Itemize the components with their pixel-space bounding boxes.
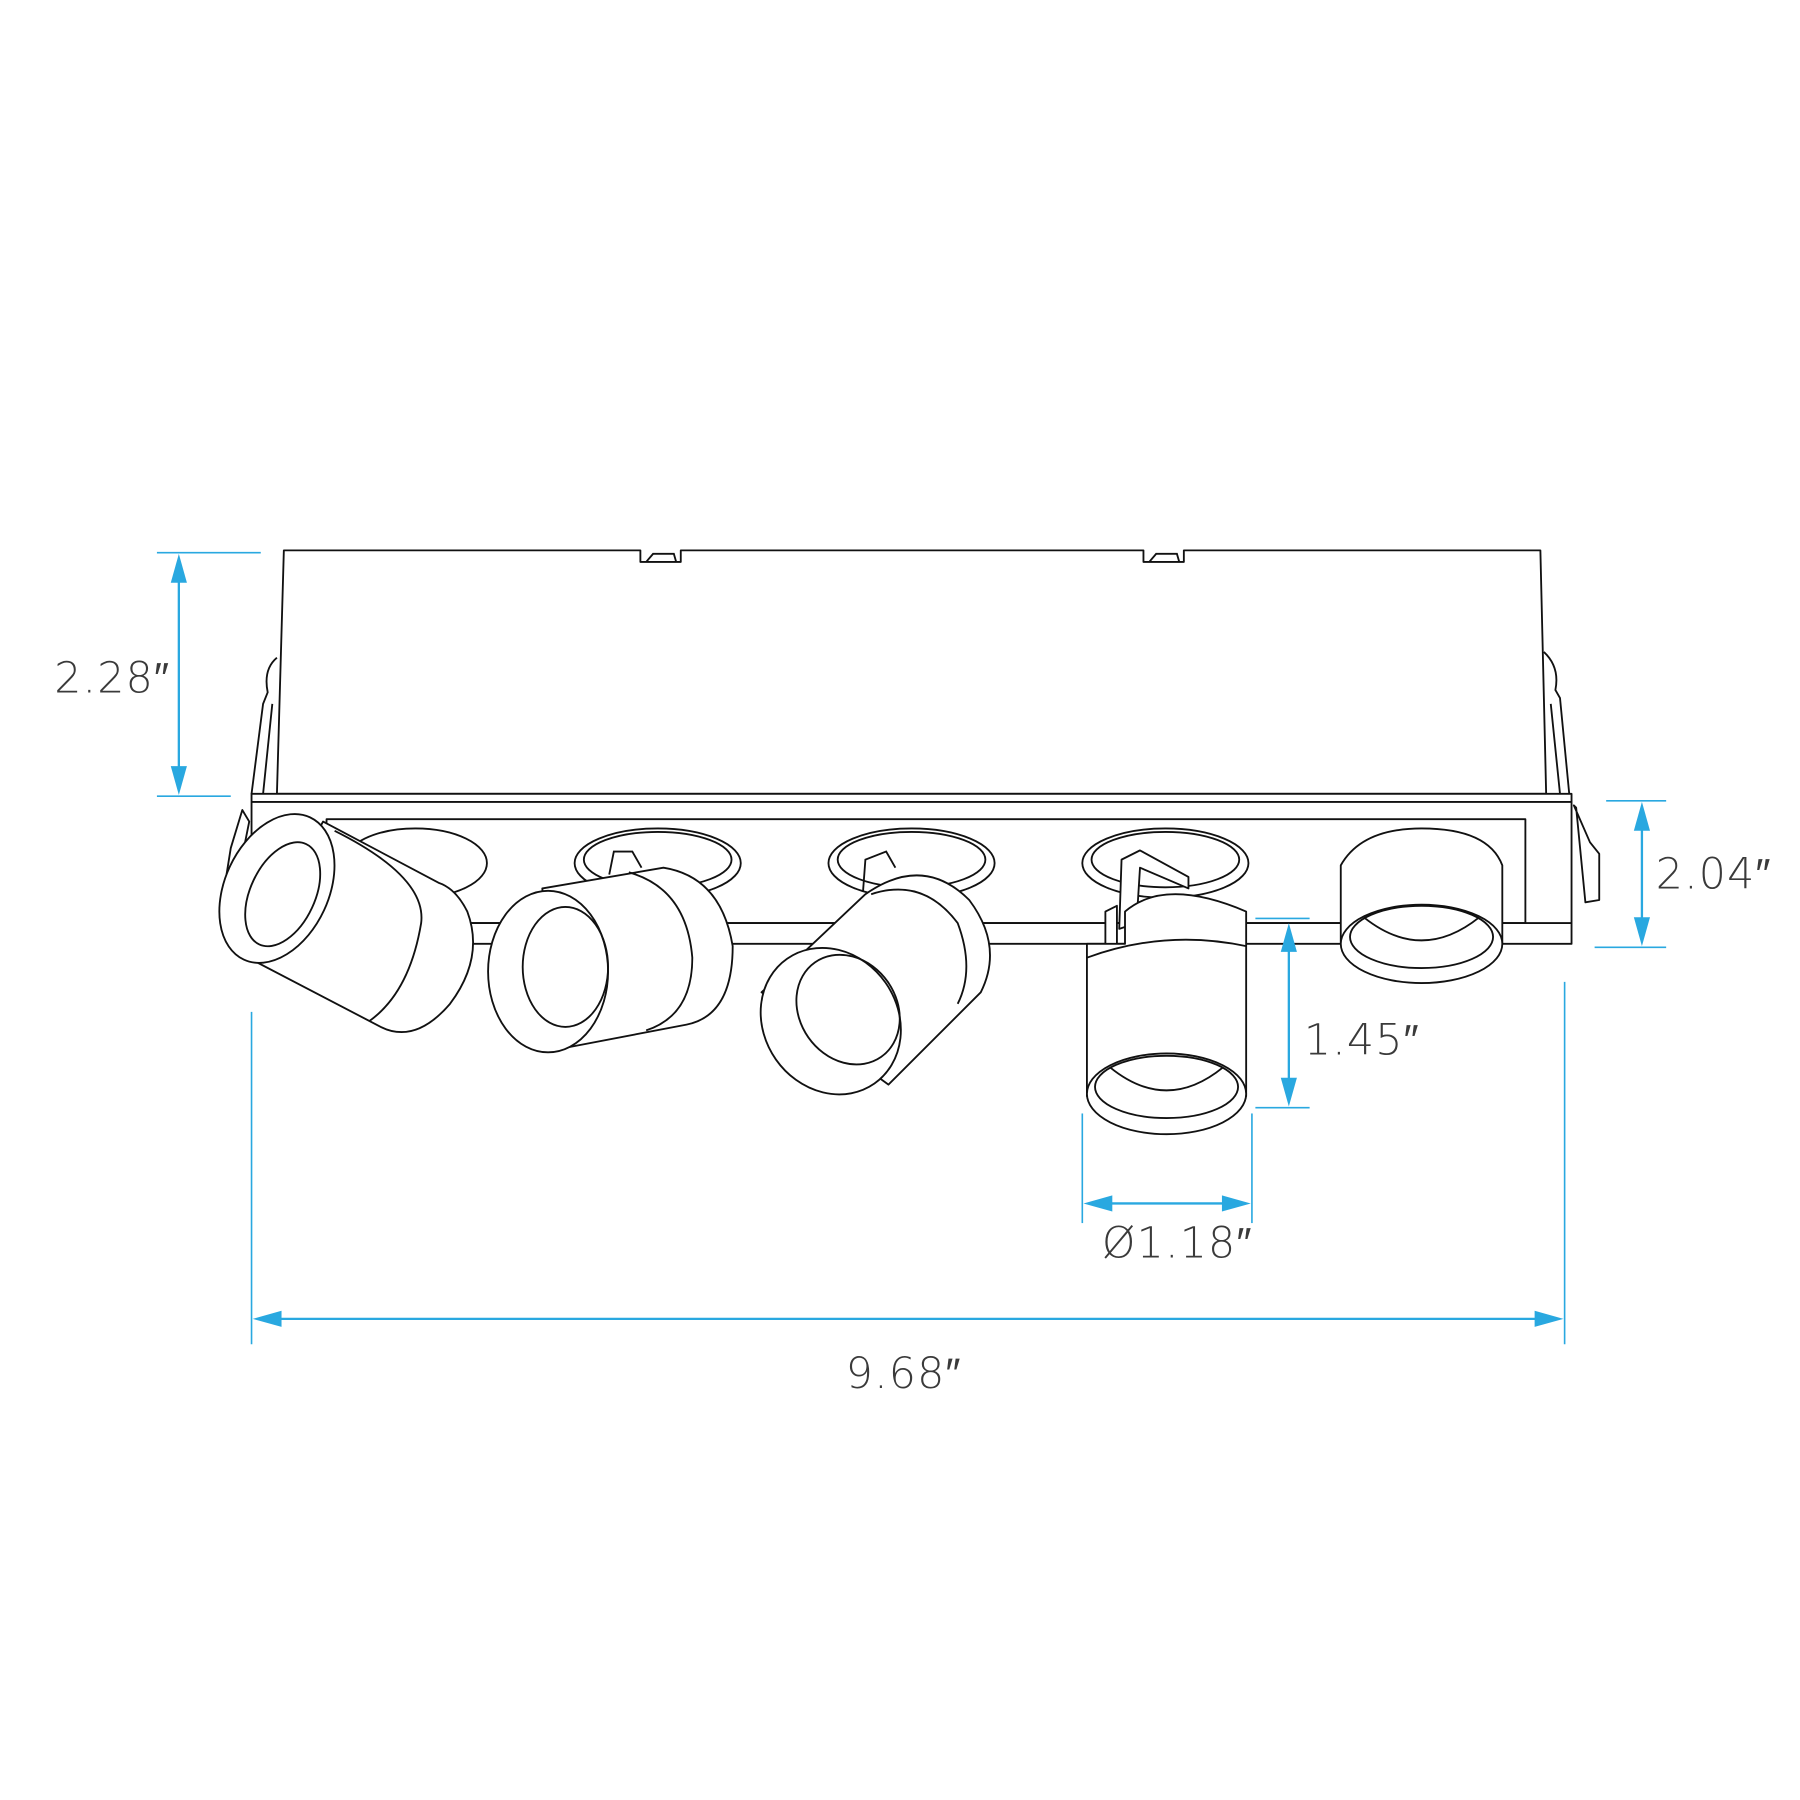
housing — [250, 549, 1571, 795]
dimension-label-trim-depth: 2.04″ — [1656, 849, 1772, 899]
lamp-head-5 — [1339, 827, 1504, 984]
dimension-label-housing-height: 2.28″ — [54, 653, 170, 703]
lamp-head-1 — [218, 813, 474, 1034]
dimension-lamp-diameter: Ø1.18″ — [1081, 1113, 1253, 1269]
dimension-housing-height: 2.28″ — [54, 551, 261, 797]
dimension-trim-depth: 2.04″ — [1594, 799, 1772, 949]
dimension-overall-length: 9.68″ — [250, 981, 1566, 1399]
dimension-label-lamp-extension: 1.45″ — [1304, 1016, 1420, 1066]
lamp-head-2 — [487, 850, 734, 1054]
dimension-label-overall-length: 9.68″ — [846, 1349, 962, 1399]
lamp-head-4 — [1086, 849, 1248, 1136]
dimension-label-lamp-diameter: Ø1.18″ — [1102, 1219, 1253, 1269]
lamp-head-3 — [759, 850, 991, 1096]
dimension-lamp-extension: 1.45″ — [1255, 917, 1420, 1109]
